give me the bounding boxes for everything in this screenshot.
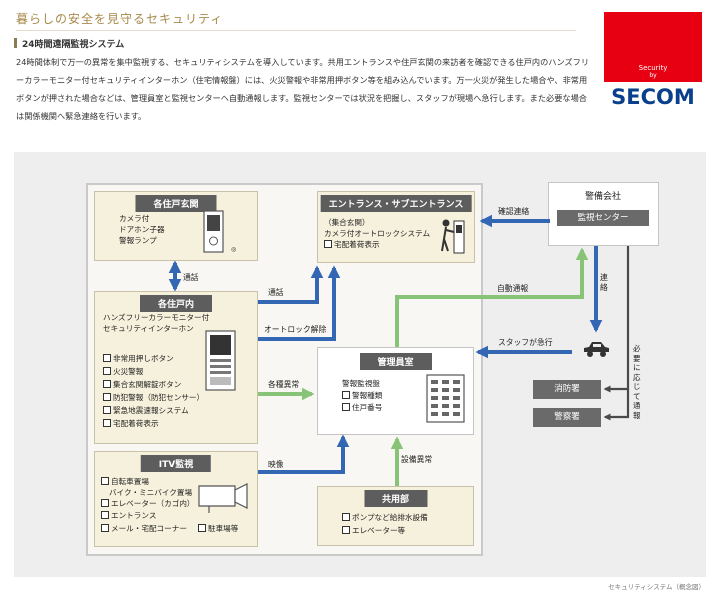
heading-divider [16, 30, 576, 31]
unit-item-4: 防犯警報（防犯センサー） [103, 392, 204, 404]
label-auto-report: 自動通報 [497, 284, 529, 293]
unit-item-6: 宅配着荷表示 [103, 418, 159, 430]
box-common-title: 共用部 [363, 490, 428, 507]
itv-item-5: メール・宅配コーナー [101, 523, 187, 535]
fire-department: 消防署 [533, 380, 601, 399]
label-equipment-alarm: 設備異常 [401, 455, 433, 464]
figure-caption: セキュリティシステム（概念図） [608, 583, 705, 591]
box-itv: ITV監視 自転車置場 バイク・ミニバイク置場 エレベーター（カゴ内） エントラ… [94, 451, 258, 547]
box-unit-entrance-title: 各住戸玄関 [135, 195, 217, 212]
label-door-call: 通話 [183, 273, 199, 282]
box-unit-interior-title: 各住戸内 [139, 295, 213, 312]
box-security-company: 警備会社 監視センター [548, 182, 659, 246]
box-unit-interior: 各住戸内 ハンズフリーカラーモニター付 セキュリティインターホン 非常用押しボタ… [94, 291, 258, 444]
box-itv-title: ITV監視 [140, 455, 212, 472]
monitoring-center: 監視センター [557, 210, 649, 226]
arrow-unit-call [258, 265, 324, 304]
entrance-line-2: カメラ付オートロックシステム [324, 229, 431, 238]
logo-by-text: by [649, 72, 657, 79]
logo-wordmark: SECOM [611, 85, 695, 109]
box-entrance-title: エントランス・サブエントランス [320, 195, 472, 212]
unit-item-1: 非常用押しボタン [103, 353, 174, 365]
itv-item-6: 駐車場等 [198, 523, 238, 535]
itv-item-2: バイク・ミニバイク置場 [109, 488, 193, 497]
unit-subtitle-1: ハンズフリーカラーモニター付 [103, 313, 210, 322]
box-manager-title: 管理員室 [359, 353, 432, 370]
page-heading: 暮らしの安全を見守るセキュリティ [16, 12, 224, 26]
entrance-line-3: 宅配着荷表示 [324, 239, 380, 251]
genkan-line-2: ドアホン子器 [119, 225, 165, 234]
manager-line-1: 警報監視盤 [342, 379, 380, 388]
arrow-autolock-release [258, 265, 341, 341]
box-unit-entrance: 各住戸玄関 カメラ付 ドアホン子器 警報ランプ ◎ [94, 191, 258, 261]
manager-line-2: 警報種類 [342, 390, 382, 402]
itv-item-4: エントランス [101, 510, 156, 522]
logo-white-band [604, 82, 702, 115]
cctv-camera-icon [198, 483, 248, 513]
arrow-auto-report [395, 247, 589, 347]
entrance-line-1: （集合玄関） [324, 218, 370, 227]
arrow-to-fire [603, 372, 630, 393]
common-item-2: エレベーター等 [342, 525, 405, 537]
security-company-title: 警備会社 [584, 192, 621, 202]
door-intercom-icon [203, 210, 224, 253]
logo-security-text: Security [638, 64, 668, 72]
box-manager-room: 管理員室 警報監視盤 警報種類 住戸番号 [317, 347, 474, 435]
box-entrance: エントランス・サブエントランス （集合玄関） カメラ付オートロックシステム 宅配… [317, 191, 475, 263]
genkan-line-1: カメラ付 [119, 214, 150, 223]
itv-item-1: 自転車置場 [101, 476, 149, 488]
label-various-alarms: 各種異常 [268, 380, 300, 389]
label-unit-call: 通話 [268, 288, 284, 297]
unit-item-2: 火災警報 [103, 366, 143, 378]
common-item-1: ポンプなど給排水設備 [342, 512, 428, 524]
label-notify-if-needed: 必要に応じて通報 [633, 344, 641, 420]
arrow-video [258, 434, 350, 474]
unit-item-5: 緊急地震速報システム [103, 405, 189, 417]
secom-logo: Security by SECOM [604, 12, 702, 115]
box-common-area: 共用部 ポンプなど給排水設備 エレベーター等 [317, 486, 474, 546]
autolock-panel-icon [441, 219, 465, 254]
label-autolock-release: オートロック解除 [264, 325, 327, 334]
section-title: 24時間遠隔監視システム [14, 37, 124, 50]
door-lamp-icon: ◎ [231, 246, 237, 253]
section-title-text: 24時間遠隔監視システム [22, 40, 125, 50]
patrol-car-icon [584, 342, 609, 357]
unit-item-3: 集合玄関解錠ボタン [103, 379, 181, 391]
genkan-line-3: 警報ランプ [119, 236, 157, 245]
alarm-panel-icon [426, 374, 465, 423]
label-video: 映像 [268, 460, 284, 469]
description-paragraph: 24時間体制で万一の異常を集中監視する、セキュリティシステムを導入しています。共… [16, 57, 590, 121]
arrow-to-police [603, 389, 630, 421]
label-confirm-contact: 確認連絡 [498, 207, 530, 216]
section-marker [14, 38, 17, 48]
label-staff-dispatch: スタッフが急行 [498, 338, 553, 347]
manager-line-3: 住戸番号 [342, 402, 382, 414]
police-station: 警察署 [533, 408, 601, 427]
unit-subtitle-2: セキュリティインターホン [103, 324, 194, 333]
intercom-monitor-icon [205, 330, 236, 391]
label-contact: 連絡 [600, 273, 608, 292]
itv-item-3: エレベーター（カゴ内） [101, 498, 195, 510]
